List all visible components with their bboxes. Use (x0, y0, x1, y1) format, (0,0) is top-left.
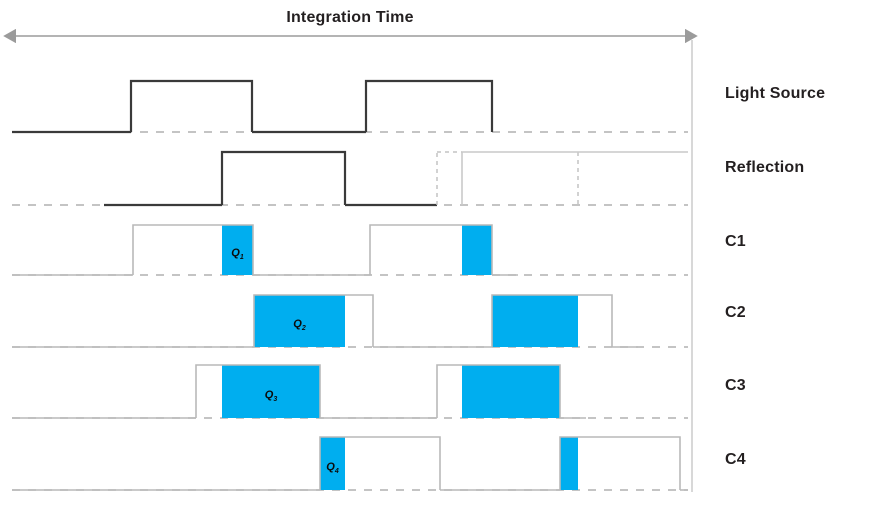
charge-fill-c3-2 (462, 365, 560, 418)
row-label-c3: C3 (725, 377, 746, 394)
row-label-c1: C1 (725, 233, 746, 250)
charge-fill-c2-1 (254, 295, 345, 347)
pulse-outline-light-source-2 (364, 79, 494, 132)
pulse-outline-c4-2 (559, 436, 681, 490)
waveform-c4: Q4 (12, 436, 688, 491)
pulse-outline-c1-2 (369, 224, 493, 275)
pulse-outline-light-source-1 (129, 79, 254, 132)
charge-fill-c4-2 (560, 437, 578, 490)
row-label-c4: C4 (725, 451, 746, 468)
pulse-c1-2 (369, 224, 493, 275)
pulse-outline-c3-2 (436, 364, 561, 418)
pulse-light-source-1 (129, 79, 254, 132)
charge-fill-c4-1 (320, 437, 345, 490)
row-label-reflection: Reflection (725, 159, 804, 176)
row-label-light-source: Light Source (725, 85, 825, 102)
waveform-c3: Q3 (12, 364, 688, 419)
pulse-c2-2 (491, 294, 613, 347)
pulse-c4-2 (559, 436, 681, 490)
pulse-c4-1: Q4 (319, 436, 441, 490)
row-label-c2: C2 (725, 304, 746, 321)
pulse-outline-c1-1 (132, 224, 254, 275)
pulse-outline-c4-1 (319, 436, 441, 490)
pulse-c3-2 (436, 364, 561, 418)
waveform-reflection (12, 150, 688, 207)
charge-fill-c1-2 (462, 225, 492, 275)
waveform-light-source (12, 79, 688, 134)
pulse-reflection-2 (436, 151, 688, 205)
charge-fill-c1-1 (222, 225, 253, 275)
pulse-outline-reflection-2 (461, 151, 688, 205)
pulse-light-source-2 (364, 79, 494, 132)
pulse-reflection-1 (220, 150, 347, 205)
pulse-outline-c2-2 (491, 294, 613, 347)
pulse-c1-1: Q1 (132, 224, 254, 275)
integration-time-axis: Integration Time (3, 9, 698, 44)
pulse-outline-reflection-1 (220, 150, 347, 205)
pulse-c2-1: Q2 (253, 294, 374, 347)
pulse-outline-c3-1 (195, 364, 321, 418)
page-title: Integration Time (286, 9, 413, 26)
pulse-outline-c2-1 (253, 294, 374, 347)
charge-fill-c2-2 (492, 295, 578, 347)
waveform-c2: Q2 (12, 294, 688, 348)
pulse-c3-1: Q3 (195, 364, 321, 418)
charge-fill-c3-1 (222, 365, 320, 418)
waveform-c1: Q1 (12, 224, 688, 276)
